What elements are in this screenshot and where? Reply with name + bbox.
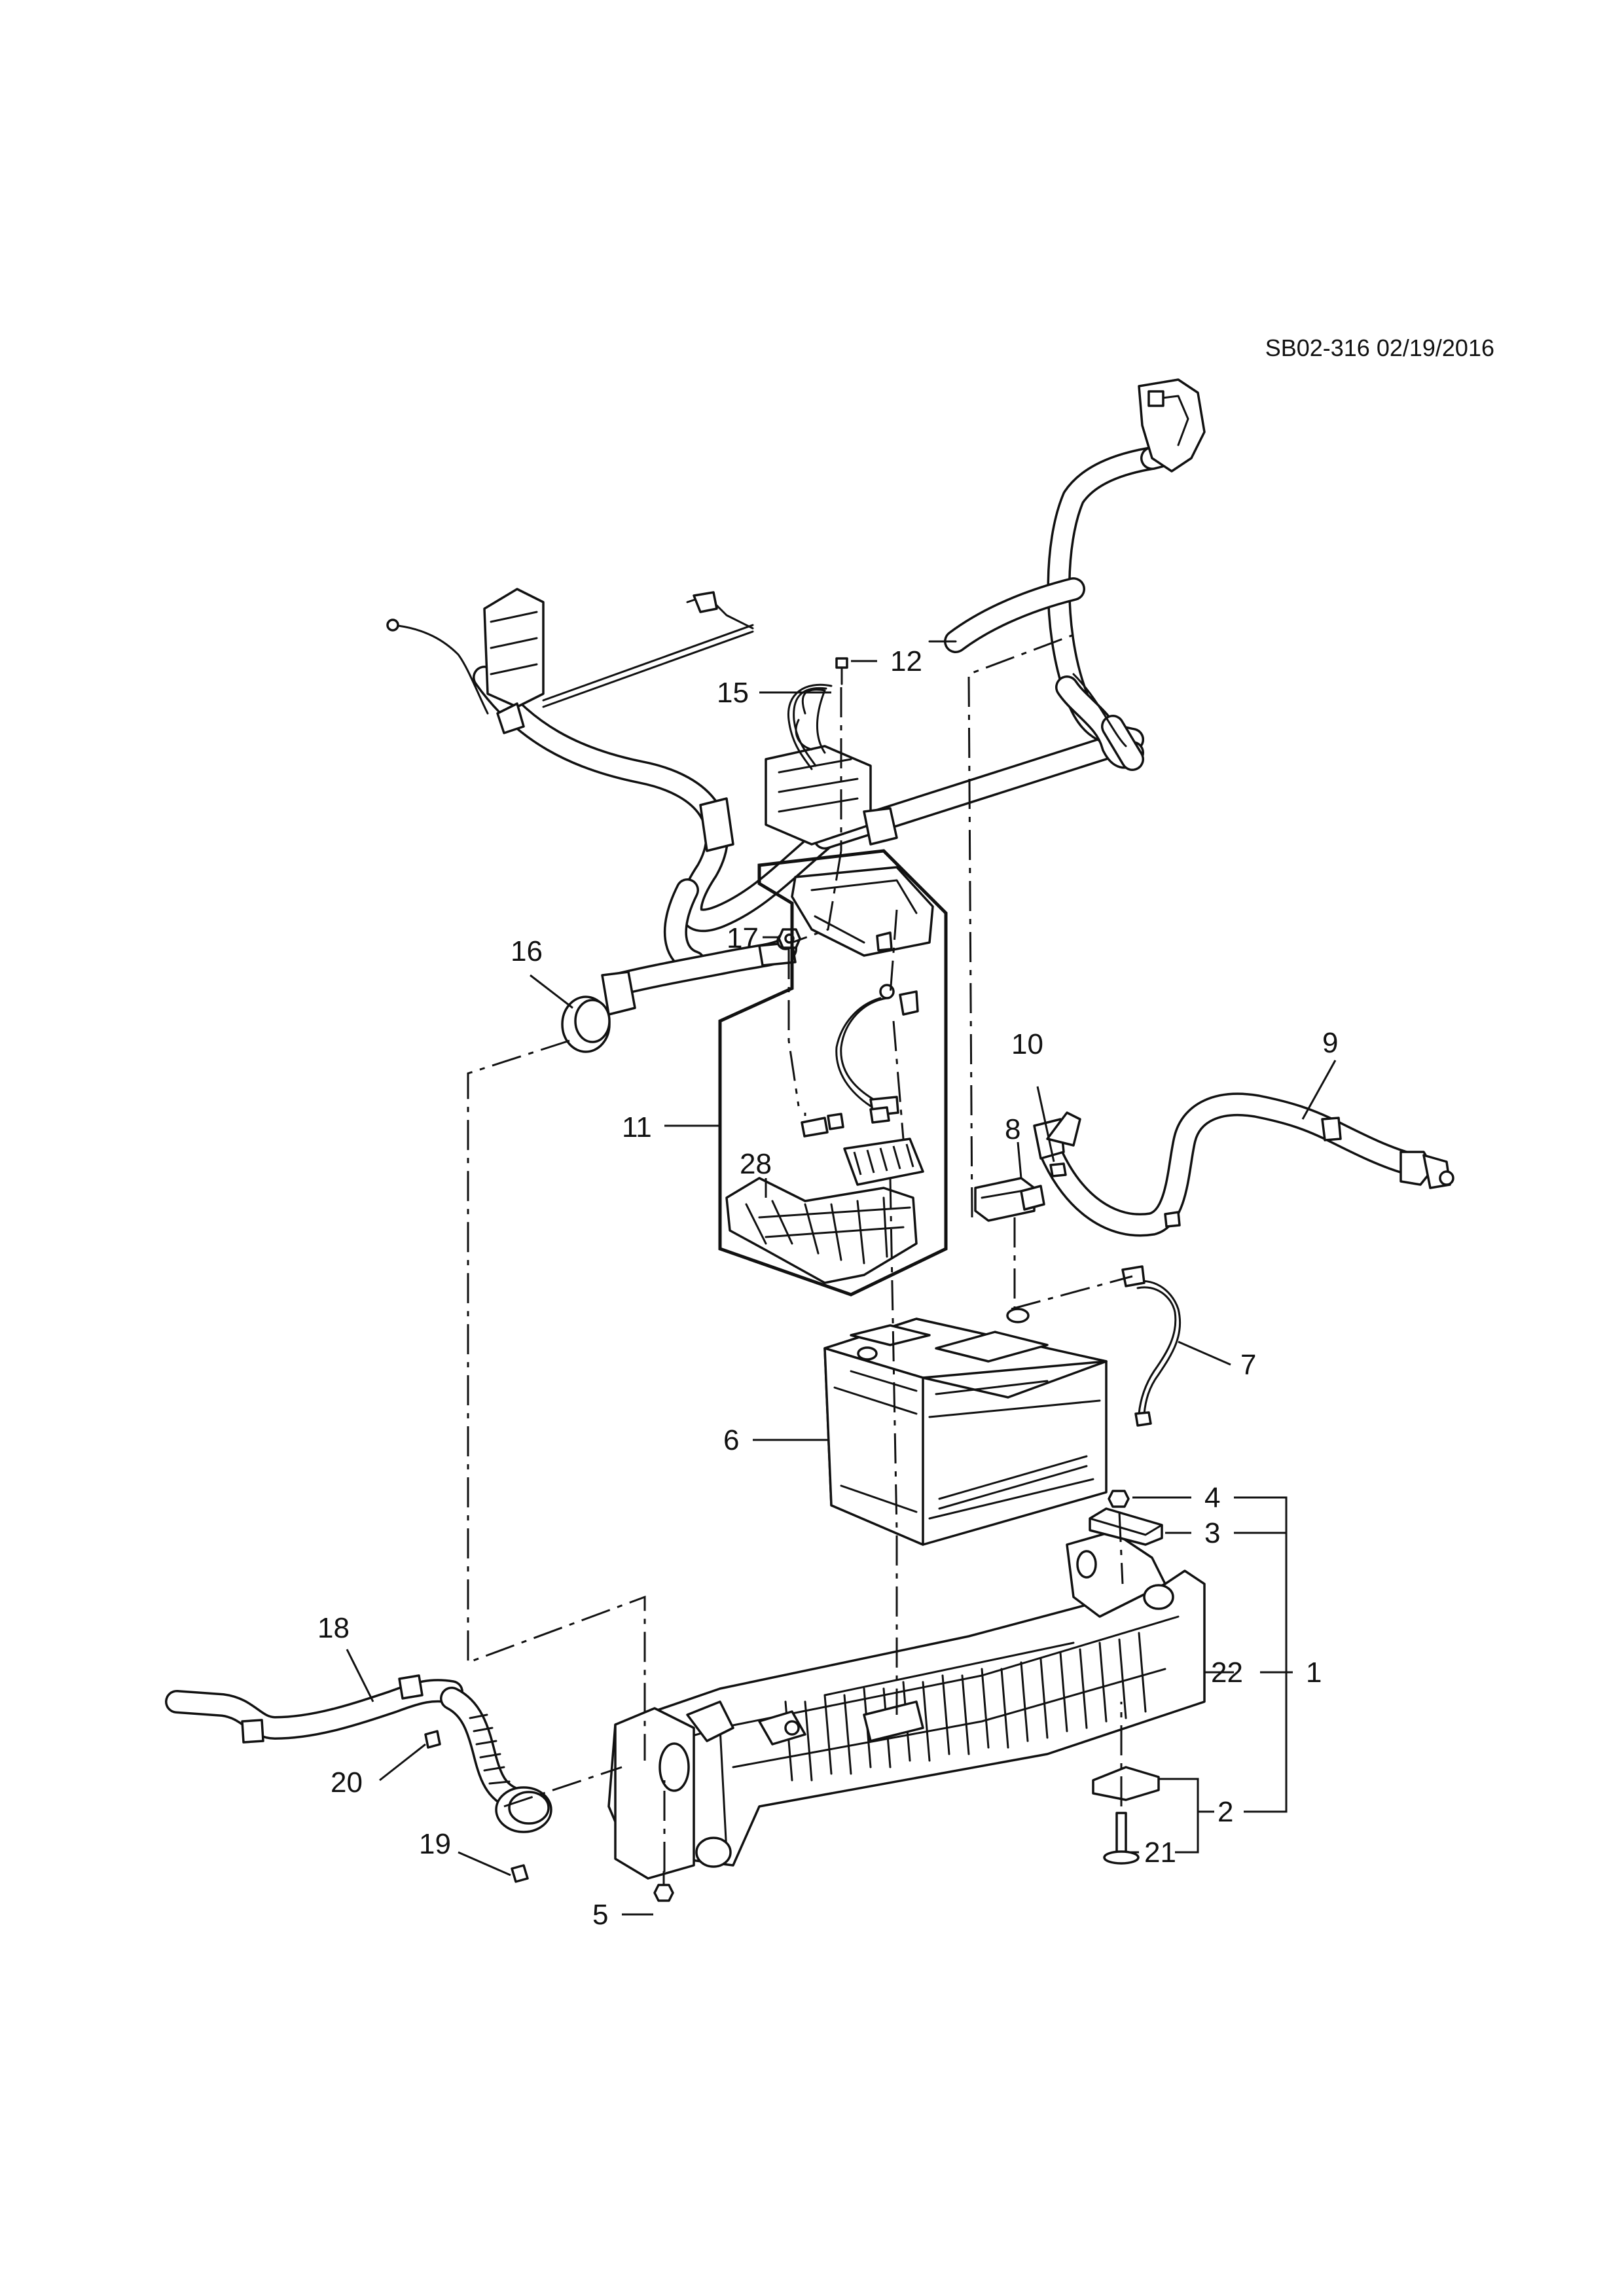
part-5-bolt [653,1871,674,1902]
callout-8: 8 [1005,1113,1020,1145]
callout-12: 12 [890,645,922,677]
part-9-battery-cable [1033,1092,1454,1237]
part-17-nut [778,928,801,949]
part-18-cable [165,1674,463,1744]
callout-15: 15 [717,677,749,709]
callout-22: 22 [1211,1657,1243,1689]
part-7-cable [1121,1265,1182,1427]
callout-16: 16 [511,935,543,967]
reference-code: SB02-316 02/19/2016 [1265,334,1494,361]
part-3-hold-down-clamp [1089,1507,1163,1546]
part-15-ground-cable [787,683,833,770]
callout-6: 6 [723,1424,739,1456]
callout-28: 28 [740,1148,772,1180]
main-wiring-harness [386,378,1206,974]
corrugated-conduit-assembly [440,1687,552,1833]
callout-20: 20 [331,1767,363,1799]
callout-9: 9 [1322,1027,1338,1059]
part-6-battery [823,1308,1108,1546]
part-2-plate [1092,1766,1160,1801]
callout-3: 3 [1204,1517,1220,1549]
callout-11: 11 [622,1111,652,1143]
callout-17: 17 [727,922,759,954]
part-10-nut [1049,1162,1067,1177]
callout-18: 18 [317,1612,350,1644]
callout-2: 2 [1218,1796,1233,1828]
callout-21: 21 [1144,1837,1176,1869]
part-8-terminal [974,1177,1045,1222]
assembly-lines [467,634,1133,1872]
callout-4: 4 [1204,1482,1220,1514]
callout-labels: 12 15 16 17 11 28 10 8 9 7 6 4 3 22 1 2 … [317,645,1338,1931]
leader-lines [346,660,1337,1916]
part-12-bolt [835,657,848,685]
callout-1: 1 [1306,1657,1322,1689]
callout-19: 19 [419,1828,451,1860]
part-19-clip [511,1864,529,1883]
part-20-strap [424,1730,441,1749]
callout-5: 5 [592,1899,608,1931]
part-4-nut [1108,1490,1130,1508]
callout-10: 10 [1011,1028,1043,1060]
callout-7: 7 [1240,1349,1256,1381]
part-22-battery-tray [607,1530,1206,1880]
part-21-bolt [1103,1812,1140,1865]
part-11-fuse-box-group [718,849,948,1297]
